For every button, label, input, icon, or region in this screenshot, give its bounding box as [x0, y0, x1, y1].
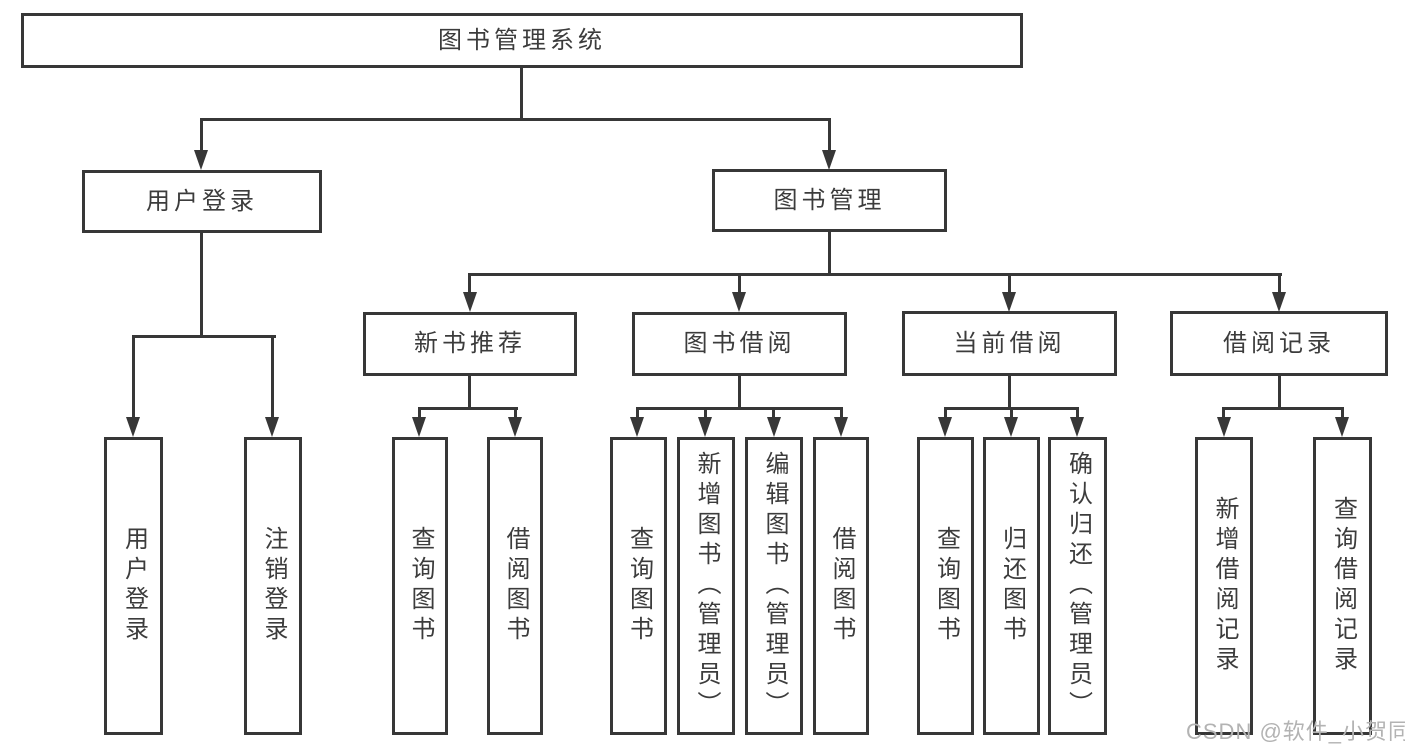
node-user-login-label: 用户登录 — [146, 187, 258, 215]
node-root-label: 图书管理系统 — [438, 26, 606, 54]
node-query-books-current: 查询图书 — [917, 437, 974, 735]
edge-to-user-login-leaf — [132, 335, 135, 419]
edge-to-book-borrow — [738, 273, 741, 295]
node-query-books-borrow-label: 查询图书 — [625, 526, 653, 646]
node-current-borrow-label: 当前借阅 — [953, 329, 1066, 357]
arrowhead-add-borrow-record-icon — [1217, 417, 1231, 437]
node-return-books: 归还图书 — [983, 437, 1040, 735]
edge-root-stem — [520, 68, 523, 118]
node-add-books-admin-label: 新增图书（管理员） — [693, 451, 720, 721]
arrowhead-borrow-records-icon — [1272, 292, 1286, 312]
edge-to-user-login — [200, 118, 203, 152]
edge-current-borrow-stem — [1008, 376, 1011, 410]
node-confirm-return-admin: 确认归还（管理员） — [1048, 437, 1107, 735]
arrowhead-return-books-icon — [1004, 417, 1018, 437]
node-logout-leaf-label: 注销登录 — [260, 526, 287, 646]
node-borrow-books-borrow-label: 借阅图书 — [828, 526, 855, 646]
node-query-books-new-label: 查询图书 — [407, 526, 434, 646]
node-user-login-leaf: 用户登录 — [104, 437, 163, 735]
edge-to-confirm-return — [1076, 407, 1079, 419]
arrowhead-user-login-leaf-icon — [126, 417, 140, 437]
arrowhead-query-books-borrow-icon — [630, 417, 644, 437]
edge-to-query-books-borrow — [636, 407, 639, 419]
node-book-mgmt: 图书管理 — [712, 169, 947, 232]
arrowhead-current-borrow-icon — [1002, 292, 1016, 312]
node-confirm-return-admin-label: 确认归还（管理员） — [1064, 451, 1092, 721]
node-borrow-books-new: 借阅图书 — [487, 437, 543, 735]
edge-new-book-rec-bar — [418, 407, 518, 410]
node-edit-books-admin: 编辑图书（管理员） — [745, 437, 803, 735]
edge-book-borrow-bar — [636, 407, 843, 410]
node-user-login-leaf-label: 用户登录 — [120, 526, 148, 646]
arrowhead-query-books-current-icon — [938, 417, 952, 437]
node-book-mgmt-label: 图书管理 — [773, 186, 886, 214]
node-borrow-books-new-label: 借阅图书 — [502, 526, 529, 646]
node-add-borrow-record: 新增借阅记录 — [1195, 437, 1253, 735]
edge-borrow-records-bar — [1222, 407, 1344, 410]
node-logout-leaf: 注销登录 — [244, 437, 302, 735]
arrowhead-borrow-books-new-icon — [508, 417, 522, 437]
node-query-books-current-label: 查询图书 — [932, 526, 960, 646]
node-query-borrow-record: 查询借阅记录 — [1313, 437, 1372, 735]
node-book-borrow-label: 图书借阅 — [683, 330, 796, 357]
edge-to-new-book-rec — [468, 273, 471, 295]
node-query-borrow-record-label: 查询借阅记录 — [1329, 496, 1357, 676]
node-user-login: 用户登录 — [82, 170, 322, 233]
arrowhead-book-borrow-icon — [732, 292, 746, 312]
csdn-watermark: CSDN @软件_小贺同学 — [1186, 719, 1405, 744]
arrowhead-borrow-books-borrow-icon — [834, 417, 848, 437]
node-borrow-books-borrow: 借阅图书 — [813, 437, 869, 735]
edge-user-login-bar — [132, 335, 276, 338]
edge-to-query-borrow-record — [1341, 407, 1344, 419]
edge-user-login-stem — [200, 233, 203, 335]
edge-book-borrow-stem — [738, 376, 741, 410]
edge-book-mgmt-stem — [828, 232, 831, 276]
edge-to-query-books-current — [944, 407, 947, 419]
edge-borrow-records-stem — [1278, 376, 1281, 410]
arrowhead-logout-leaf-icon — [265, 417, 279, 437]
node-query-books-new: 查询图书 — [392, 437, 448, 735]
edge-to-borrow-records — [1278, 273, 1281, 295]
node-query-books-borrow: 查询图书 — [610, 437, 667, 735]
node-new-book-rec-label: 新书推荐 — [414, 330, 526, 357]
edge-root-bar — [200, 118, 831, 121]
edge-to-add-borrow-record — [1222, 407, 1225, 419]
edge-new-book-rec-stem — [468, 376, 471, 410]
edge-to-edit-books — [772, 407, 775, 419]
node-book-borrow: 图书借阅 — [632, 312, 847, 376]
edge-to-book-mgmt — [828, 118, 831, 152]
edge-to-logout-leaf — [271, 335, 274, 419]
arrowhead-edit-books-icon — [767, 417, 781, 437]
edge-to-query-books-new — [418, 407, 421, 419]
arrowhead-confirm-return-icon — [1070, 417, 1084, 437]
node-new-book-rec: 新书推荐 — [363, 312, 577, 376]
node-add-borrow-record-label: 新增借阅记录 — [1211, 496, 1238, 676]
edge-to-borrow-books-new — [514, 407, 517, 419]
arrowhead-book-mgmt-icon — [822, 150, 836, 170]
arrowhead-query-books-new-icon — [412, 417, 426, 437]
node-root: 图书管理系统 — [21, 13, 1023, 68]
edge-to-return-books — [1010, 407, 1013, 419]
arrowhead-query-borrow-record-icon — [1335, 417, 1349, 437]
node-return-books-label: 归还图书 — [998, 526, 1026, 646]
node-current-borrow: 当前借阅 — [902, 311, 1117, 376]
edge-book-mgmt-bar — [468, 273, 1282, 276]
arrowhead-user-login-icon — [194, 150, 208, 170]
edge-to-add-books — [704, 407, 707, 419]
arrowhead-add-books-icon — [698, 417, 712, 437]
node-edit-books-admin-label: 编辑图书（管理员） — [761, 451, 788, 721]
node-add-books-admin: 新增图书（管理员） — [677, 437, 735, 735]
node-borrow-records-label: 借阅记录 — [1223, 329, 1335, 357]
arrowhead-new-book-rec-icon — [463, 292, 477, 312]
edge-to-current-borrow — [1008, 273, 1011, 295]
node-borrow-records: 借阅记录 — [1170, 311, 1388, 376]
edge-to-borrow-books-borrow — [840, 407, 843, 419]
